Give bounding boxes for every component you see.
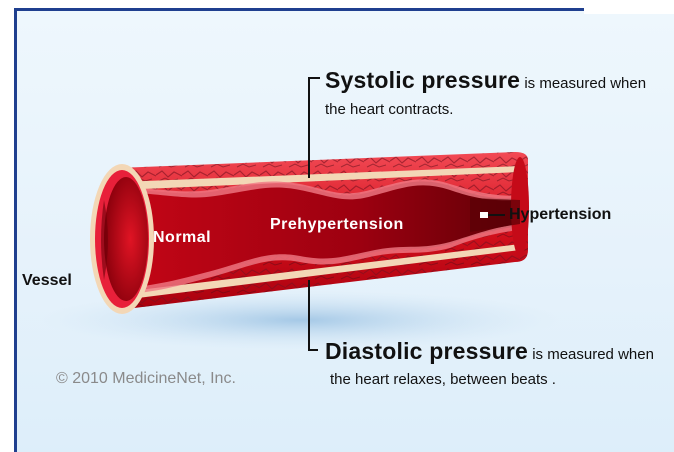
hypertension-label: Hypertension bbox=[509, 206, 611, 224]
diastolic-text-line2: the heart relaxes, between beats . bbox=[330, 371, 556, 388]
systolic-text-line1: is measured when bbox=[520, 75, 646, 92]
prehypertension-label: Prehypertension bbox=[270, 216, 404, 234]
systolic-line1: Systolic pressure is measured when bbox=[325, 67, 646, 94]
vessel-opening-inner bbox=[104, 177, 148, 301]
systolic-term: Systolic pressure bbox=[325, 67, 520, 93]
vessel-label: Vessel bbox=[22, 272, 72, 290]
systolic-text-line2: the heart contracts. bbox=[325, 101, 453, 118]
diastolic-term: Diastolic pressure bbox=[325, 338, 528, 364]
normal-label: Normal bbox=[153, 229, 211, 247]
hypertension-marker bbox=[480, 212, 488, 218]
diastolic-text-line1: is measured when bbox=[528, 346, 654, 363]
diastolic-line1: Diastolic pressure is measured when bbox=[325, 338, 654, 365]
copyright-notice: © 2010 MedicineNet, Inc. bbox=[56, 370, 236, 388]
